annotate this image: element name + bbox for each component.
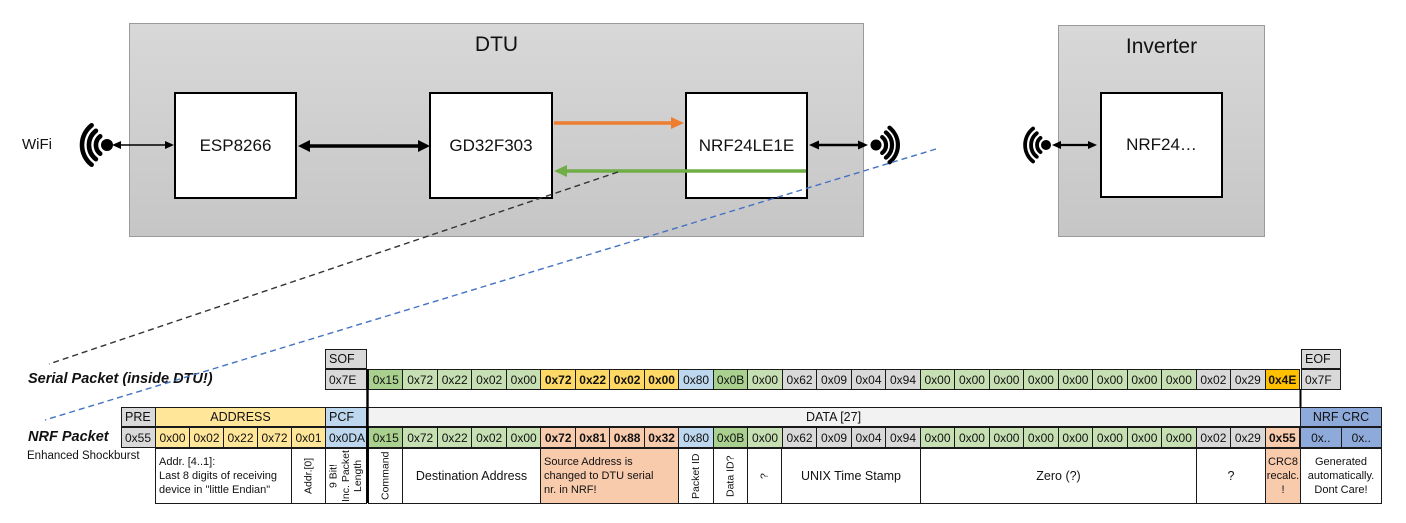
annotation-addr41: Addr. [4..1]: Last 8 digits of receiving… [155, 448, 292, 504]
annotation-packetid: Packet ID [678, 448, 714, 504]
crc-byte-cell: 0x.. [1340, 427, 1382, 448]
nrf-packet-label: NRF Packet [28, 429, 109, 445]
nrf-byte-cell: 0x29 [1230, 427, 1266, 448]
annotation-command: Command [368, 448, 403, 504]
nrf-byte-cell: 0x15 [368, 427, 404, 448]
nrf-byte-cell: 0x00 [1126, 427, 1163, 448]
serial-byte-cell: 0x00 [988, 369, 1025, 390]
nrf-byte-cell: 0x02 [1195, 427, 1232, 448]
inverter-nrf-box: NRF24… [1100, 92, 1223, 198]
pre-value: 0x55 [121, 427, 156, 448]
annotation-addr0: Addr.[0] [291, 448, 326, 504]
annotation-unix: UNIX Time Stamp [781, 448, 921, 504]
nrf-byte-cell: 0x32 [643, 427, 680, 448]
nrf-byte-cell: 0x00 [919, 427, 956, 448]
nrf-byte-cell: 0x00 [954, 427, 990, 448]
annotation-zero: Zero (?) [920, 448, 1197, 504]
wifi-label: WiFi [22, 136, 52, 153]
annotation-q1: ? [747, 448, 782, 504]
nrf-crc-header: NRF CRC [1300, 407, 1382, 427]
nrf-byte-cell: 0x00 [988, 427, 1025, 448]
nrf-byte-cell: 0x62 [781, 427, 818, 448]
address-byte-cell: 0x00 [155, 427, 190, 448]
nrf-byte-cell: 0x88 [609, 427, 645, 448]
nrf-byte-cell: 0x0B [712, 427, 749, 448]
address-byte-cell: 0x02 [189, 427, 224, 448]
annotation-dataid: Data ID? [713, 448, 748, 504]
annotation-pcf9: 9 Bit! Inc. Packet Length [325, 448, 367, 504]
nrf-byte-cell: 0x72 [540, 427, 576, 448]
address-byte-cell: 0x72 [257, 427, 292, 448]
nrf-byte-cell: 0x00 [747, 427, 783, 448]
serial-byte-cell: 0x00 [1057, 369, 1094, 390]
nrf-byte-cell: 0x72 [402, 427, 438, 448]
annotation-dest: Destination Address [402, 448, 541, 504]
enhanced-shockburst-label: Enhanced Shockburst [27, 450, 140, 462]
dtu-title: DTU [474, 33, 519, 56]
serial-byte-cell: 0x4E [1264, 369, 1301, 390]
annotation-q2: ? [1196, 448, 1266, 504]
nrf-byte-cell: 0x00 [1092, 427, 1128, 448]
nrf-byte-cell: 0x02 [471, 427, 507, 448]
inverter-title: Inverter [1125, 35, 1198, 58]
nrf-byte-cell: 0x94 [885, 427, 921, 448]
serial-byte-cell: 0x00 [1023, 369, 1059, 390]
inverter-nrf-label: NRF24… [1126, 135, 1197, 154]
eof-header: EOF [1301, 349, 1341, 369]
nrf-byte-cell: 0x00 [505, 427, 542, 448]
serial-byte-cell: 0x00 [1126, 369, 1163, 390]
address-byte-cell: 0x01 [291, 427, 326, 448]
serial-byte-cell: 0x00 [1092, 369, 1128, 390]
serial-byte-cell: 0x02 [1195, 369, 1232, 390]
annotation-source: Source Address is changed to DTU serial … [540, 448, 679, 504]
serial-byte-cell: 0x00 [954, 369, 990, 390]
nrf-byte-cell: 0x55 [1264, 427, 1301, 448]
nrf-byte-cell: 0x09 [816, 427, 852, 448]
address-byte-cell: 0x22 [223, 427, 258, 448]
nrf-byte-cell: 0x22 [436, 427, 473, 448]
eof-value: 0x7F [1301, 369, 1341, 390]
annotation-crc8: CRC8 recalc. ! [1265, 448, 1301, 504]
nrf-byte-cell: 0x04 [850, 427, 887, 448]
nrf-byte-cell: 0x00 [1023, 427, 1059, 448]
crc-byte-cell: 0x.. [1300, 427, 1342, 448]
annotation-generated: Generated automatically. Dont Care! [1300, 448, 1382, 504]
nrf-crc-row: 0x..0x.. [1300, 427, 1382, 448]
inverter-container: Inverter [1058, 25, 1265, 237]
